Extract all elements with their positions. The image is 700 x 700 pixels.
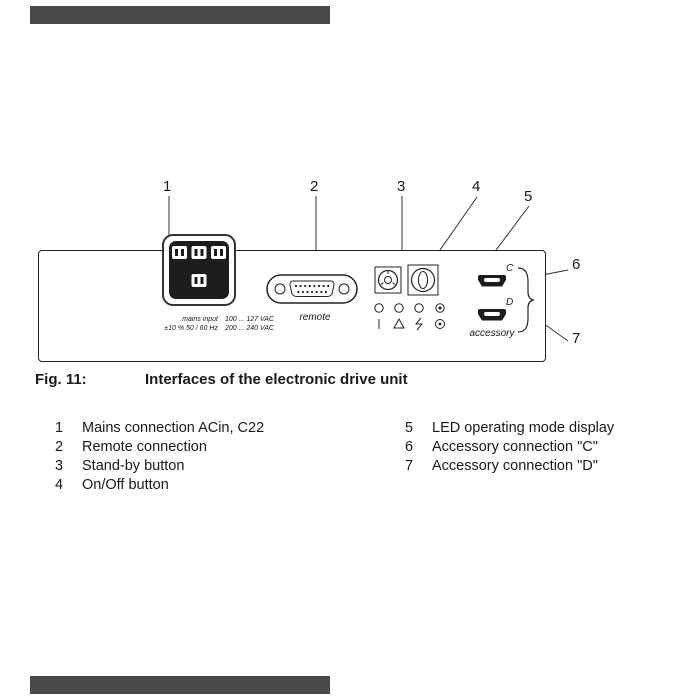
legend-text: Remote connection — [82, 439, 207, 455]
page-header-bar — [30, 6, 330, 24]
callout-2: 2 — [310, 178, 319, 195]
legend-left-column: 1 Mains connection ACin, C22 2 Remote co… — [55, 419, 264, 495]
legend-num: 1 — [55, 420, 64, 436]
legend-item-2: 2 Remote connection — [55, 438, 264, 457]
standby-button-graphic — [374, 266, 402, 294]
page-footer-bar — [30, 676, 330, 694]
mains-rating-row1-right: 100 ... 127 VAC — [224, 316, 274, 323]
legend-num: 7 — [405, 458, 414, 474]
legend-num: 5 — [405, 420, 414, 436]
figure-caption-title: Interfaces of the electronic drive unit — [145, 371, 408, 388]
legend-text: Accessory connection "C" — [432, 439, 598, 455]
legend-text: Stand-by button — [82, 458, 185, 474]
symbol-standby-dot — [438, 322, 442, 326]
drive-unit-panel — [38, 250, 546, 362]
accessory-brace — [517, 267, 535, 333]
symbol-lightning — [414, 317, 424, 331]
callout-7: 7 — [572, 330, 581, 347]
legend-item-3: 3 Stand-by button — [55, 457, 264, 476]
mains-rating-row2-left: ±10 % 50 / 60 Hz — [164, 325, 218, 332]
symbol-standby-ring — [435, 319, 445, 329]
onoff-button-graphic — [407, 264, 439, 296]
accessory-label: accessory — [469, 328, 515, 339]
figure-caption-label: Fig. 11: — [35, 371, 87, 388]
port-d-label: D — [506, 297, 514, 308]
remote-label: remote — [299, 312, 331, 323]
port-c-label: C — [506, 263, 514, 274]
legend-text: LED operating mode display — [432, 420, 615, 436]
legend-num: 2 — [55, 439, 64, 455]
led-indicators — [374, 303, 445, 331]
legend-num: 6 — [405, 439, 414, 455]
callout-3: 3 — [397, 178, 406, 195]
legend-right-column: 5 LED operating mode display 6 Accessory… — [405, 419, 614, 476]
legend-text: Accessory connection "D" — [432, 458, 598, 474]
legend-item-6: 6 Accessory connection "C" — [405, 438, 614, 457]
legend-item-4: 4 On/Off button — [55, 476, 264, 495]
mains-rating-text: mains input 100 ... 127 VAC ±10 % 50 / 6… — [126, 315, 274, 333]
legend-num: 3 — [55, 458, 64, 474]
legend-item-1: 1 Mains connection ACin, C22 — [55, 419, 264, 438]
remote-connector-graphic — [266, 274, 358, 304]
port-d-icon — [478, 309, 506, 321]
led-4-dot — [438, 306, 442, 310]
mains-rating-row2-right: 200 ... 240 VAC — [224, 325, 274, 332]
callout-4: 4 — [472, 178, 481, 195]
symbol-triangle — [393, 317, 405, 329]
callout-1: 1 — [163, 178, 172, 195]
mains-inlet-graphic — [162, 234, 236, 306]
mains-rating-row1-left: mains input — [182, 316, 218, 323]
legend-text: Mains connection ACin, C22 — [82, 420, 265, 436]
callout-5: 5 — [524, 188, 533, 205]
port-c-icon — [478, 275, 506, 287]
legend-text: On/Off button — [82, 477, 169, 493]
legend-item-7: 7 Accessory connection "D" — [405, 457, 614, 476]
callout-6: 6 — [572, 256, 581, 273]
legend-num: 4 — [55, 477, 64, 493]
legend-item-5: 5 LED operating mode display — [405, 419, 614, 438]
